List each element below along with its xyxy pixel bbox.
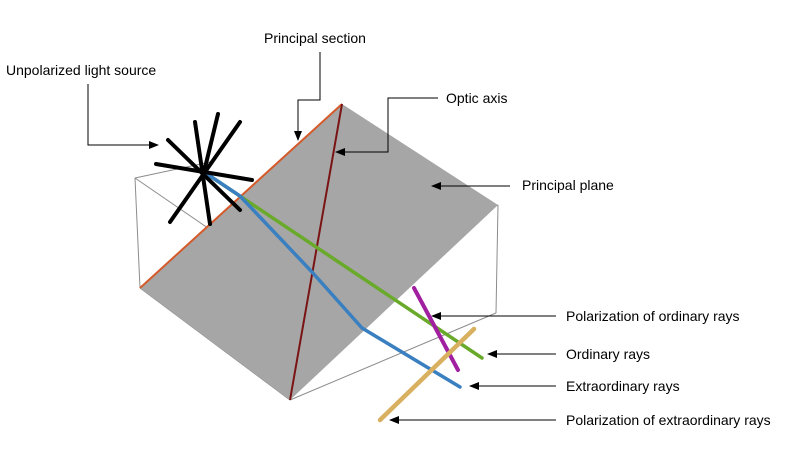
- principal-plane: [140, 104, 498, 400]
- label-principal-section: Principal section: [264, 30, 366, 46]
- light-source-icon: [154, 112, 254, 226]
- arrow-light-source: [87, 84, 159, 149]
- arrow-optic-axis: [335, 97, 438, 156]
- extraordinary-polarization-bar: [377, 326, 477, 423]
- label-light-source: Unpolarized light source: [6, 62, 156, 78]
- ordinary-polarization-bar: [412, 286, 460, 372]
- label-polarization-extraordinary: Polarization of extraordinary rays: [566, 412, 771, 428]
- label-polarization-ordinary: Polarization of ordinary rays: [566, 308, 740, 324]
- box-edge: [495, 204, 499, 314]
- box-edge: [134, 161, 211, 179]
- label-extraordinary-rays: Extraordinary rays: [566, 378, 680, 394]
- extraordinary-ray: [202, 170, 462, 389]
- box-edge: [134, 177, 141, 289]
- label-principal-plane: Principal plane: [522, 177, 614, 193]
- box-edge: [289, 312, 497, 401]
- label-ordinary-rays: Ordinary rays: [566, 346, 650, 362]
- optic-axis-line: [289, 103, 343, 401]
- callout-arrows: [87, 52, 556, 424]
- arrow-principal-section: [294, 52, 321, 141]
- label-optic-axis: Optic axis: [446, 90, 507, 106]
